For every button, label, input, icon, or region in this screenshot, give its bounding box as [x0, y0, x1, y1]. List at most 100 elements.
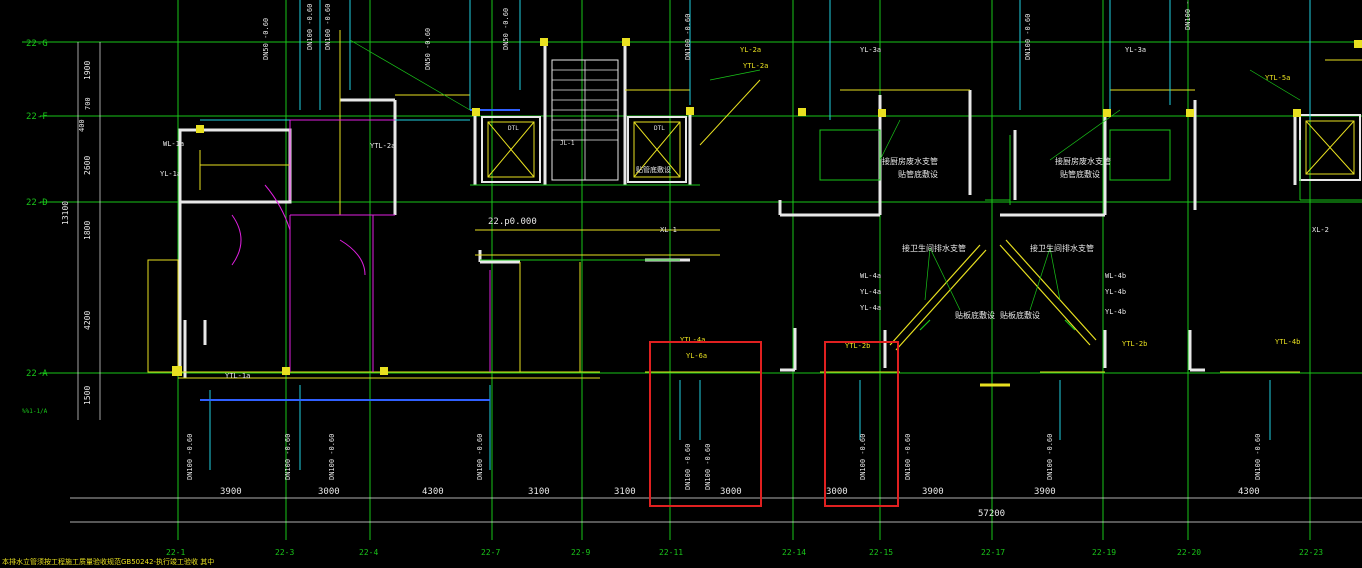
axis-bubble-22-A: 22-A: [26, 369, 48, 379]
axis-22-4: 22-4: [359, 548, 378, 557]
tag-wl-4a: WL-4a: [860, 272, 881, 280]
axis-22-20: 22-20: [1177, 548, 1201, 557]
dim-bottom-4: 3100: [528, 487, 550, 497]
dim-1800: 1800: [83, 221, 92, 240]
pipe-label-t6: DN100 -0.60: [684, 14, 692, 60]
column-axis-labels: 22-1 22-3 22-4 22-7 22-9 22-11 22-14 22-…: [166, 548, 1323, 557]
svg-text:22-A: 22-A: [26, 369, 48, 379]
tag-wl-1a: WL-1a: [163, 140, 184, 148]
footer-note: 本排水立管须按工程施工质量验收规范GB50242-执行竣工验收 其中: [2, 557, 214, 566]
note-floor-lay: 贴管底敷设: [898, 169, 938, 179]
tag-ytl-4a: YTL-4a: [680, 336, 705, 344]
bottom-dimension-chain: 3900 3000 4300 3100 3100 3000 3000 3900 …: [70, 487, 1362, 523]
highlight-box-1: [649, 341, 762, 507]
tag-yl-2a: YL-2a: [740, 46, 761, 54]
dim-bottom-3: 4300: [422, 487, 444, 497]
label-jl-1: JL-1: [560, 140, 575, 147]
axis-bubble-22-G: 22-G: [22, 39, 55, 49]
column-markers: [172, 38, 1362, 376]
note-bath-drain: 接卫生间排水支管: [902, 243, 966, 253]
pipe-label-b2: DN100 -0.60: [284, 434, 292, 480]
tag-yl-6a: YL-6a: [686, 352, 707, 360]
pipe-label-t2: DN100 -0.60: [306, 4, 314, 50]
pipe-tags: WL-1a YL-1a YTL-1a YTL-2a YL-2a YTL-2a Y…: [160, 46, 1329, 380]
axis-22-19: 22-19: [1092, 548, 1116, 557]
tag-xl-1: XL-1: [660, 226, 677, 234]
axis-22-9: 22-9: [571, 548, 590, 557]
tag-yl-4a: YL-4a: [860, 288, 881, 296]
tag-ytl-2a-top: YTL-2a: [743, 62, 768, 70]
tag-tl-4b: YL-4b: [1105, 308, 1126, 316]
pipe-label-b4: DN100 -0.60: [476, 434, 484, 480]
svg-text:22-D: 22-D: [26, 198, 48, 208]
interior-lines-green: [470, 129, 1362, 261]
note-bath-drain-2: 接卫生间排水支管: [1030, 243, 1094, 253]
tag-xl-2: XL-2: [1312, 226, 1329, 234]
axis-22-1: 22-1: [166, 548, 185, 557]
pipe-label-b8: DN100 -0.60: [904, 434, 912, 480]
drainage-pipes-cyan: [200, 0, 1311, 470]
dim-bottom-10: 4300: [1238, 487, 1260, 497]
label-dtl-2: DTL: [654, 125, 665, 132]
pipe-label-b6: DN100 -0.60: [704, 444, 712, 490]
axis-22-14: 22-14: [782, 548, 806, 557]
dim-400: 400: [78, 119, 86, 132]
tag-ytl-2b-right: YTL-2b: [1122, 340, 1147, 348]
pipe-label-b1: DN100 -0.60: [186, 434, 194, 480]
pipe-label-t8: DN100 -0.15: [1184, 0, 1192, 30]
pipe-label-t4: DN50 -0.60: [424, 28, 432, 70]
axis-bubble-22-F: 22-F: [26, 112, 48, 122]
row-axis-labels: 22-G 22-F 22-D 22-A %%1-1/A: [22, 39, 55, 415]
axis-22-7: 22-7: [481, 548, 500, 557]
tag-yl-1a: YL-1a: [160, 170, 181, 178]
svg-text:22-G: 22-G: [26, 39, 48, 49]
dim-1900: 1900: [83, 61, 92, 80]
top-pipe-labels: DN50 -0.60 DN100 -0.60 DN100 -0.60 DN50 …: [262, 0, 1192, 70]
left-dimension-chain: 1900 700 400 2600 1800 13100 4200 1500: [61, 42, 101, 420]
highlight-boxes[interactable]: [649, 341, 899, 507]
note-kitchen-riser-2: 接厨房废水支管: [1055, 156, 1111, 166]
note-slab-lay-2: 贴板底敷设: [1000, 310, 1040, 320]
pipe-label-b5: DN100 -0.60: [684, 444, 692, 490]
room-outlines-magenta: [231, 119, 491, 372]
pipe-label-b10: DN100 -0.60: [1254, 434, 1262, 480]
dim-700: 700: [84, 97, 92, 110]
dim-bottom-6: 3000: [720, 487, 742, 497]
bottom-pipe-labels: DN100 -0.60 DN100 -0.60 DN100 -0.60 DN10…: [186, 434, 1262, 490]
tag-ytl-5a: YTL-5a: [1265, 74, 1290, 82]
dim-4200: 4200: [83, 311, 92, 330]
tag-ytl-1a: YTL-1a: [225, 372, 250, 380]
pipe-label-t5: DN50 -0.60: [502, 8, 510, 50]
tag-yl-4b: YL-4b: [1105, 288, 1126, 296]
pipe-label-t7: DN100 -0.60: [1024, 14, 1032, 60]
tag-tl-4a: YL-4a: [860, 304, 881, 312]
axis-bubble-22-1A: %%1-1/A: [22, 408, 48, 415]
elevator-shafts: DTL DTL JL-1: [481, 59, 1361, 183]
dim-bottom-1: 3900: [220, 487, 242, 497]
axis-22-11: 22-11: [659, 548, 683, 557]
note-floor-lay-2: 贴管底敷设: [1060, 169, 1100, 179]
dim-bottom-9: 3900: [1034, 487, 1056, 497]
pipe-label-b9: DN100 -0.60: [1046, 434, 1054, 480]
leader-lines: [349, 39, 1301, 311]
dim-bottom-2: 3000: [318, 487, 340, 497]
grid-lines: [40, 0, 1362, 540]
annotations: 接厨房废水支管 贴管底敷设 接厨房废水支管 贴管底敷设 接卫生间排水支管 接卫生…: [636, 156, 1111, 320]
tag-ytl-2a: YTL-2a: [370, 142, 395, 150]
tag-yl-3a-2: YL-3a: [1125, 46, 1146, 54]
drainage-pipes-yellow: [147, 30, 1362, 387]
note-kitchen-riser: 接厨房废水支管: [882, 156, 938, 166]
svg-text:22-F: 22-F: [26, 112, 48, 122]
walls: [178, 40, 1297, 378]
tag-ytl-2b: YTL-2b: [845, 342, 870, 350]
dim-2600: 2600: [83, 156, 92, 175]
label-dtl-1: DTL: [508, 125, 519, 132]
pipe-label-t3: DN100 -0.60: [324, 4, 332, 50]
dim-total: 57200: [978, 509, 1005, 519]
tag-wl-4b: WL-4b: [1105, 272, 1126, 280]
bathroom-branch-pipes: [889, 239, 1097, 351]
note-slab-lay: 贴板底敷设: [955, 310, 995, 320]
dim-1500: 1500: [83, 386, 92, 405]
tag-yl-3a: YL-3a: [860, 46, 881, 54]
